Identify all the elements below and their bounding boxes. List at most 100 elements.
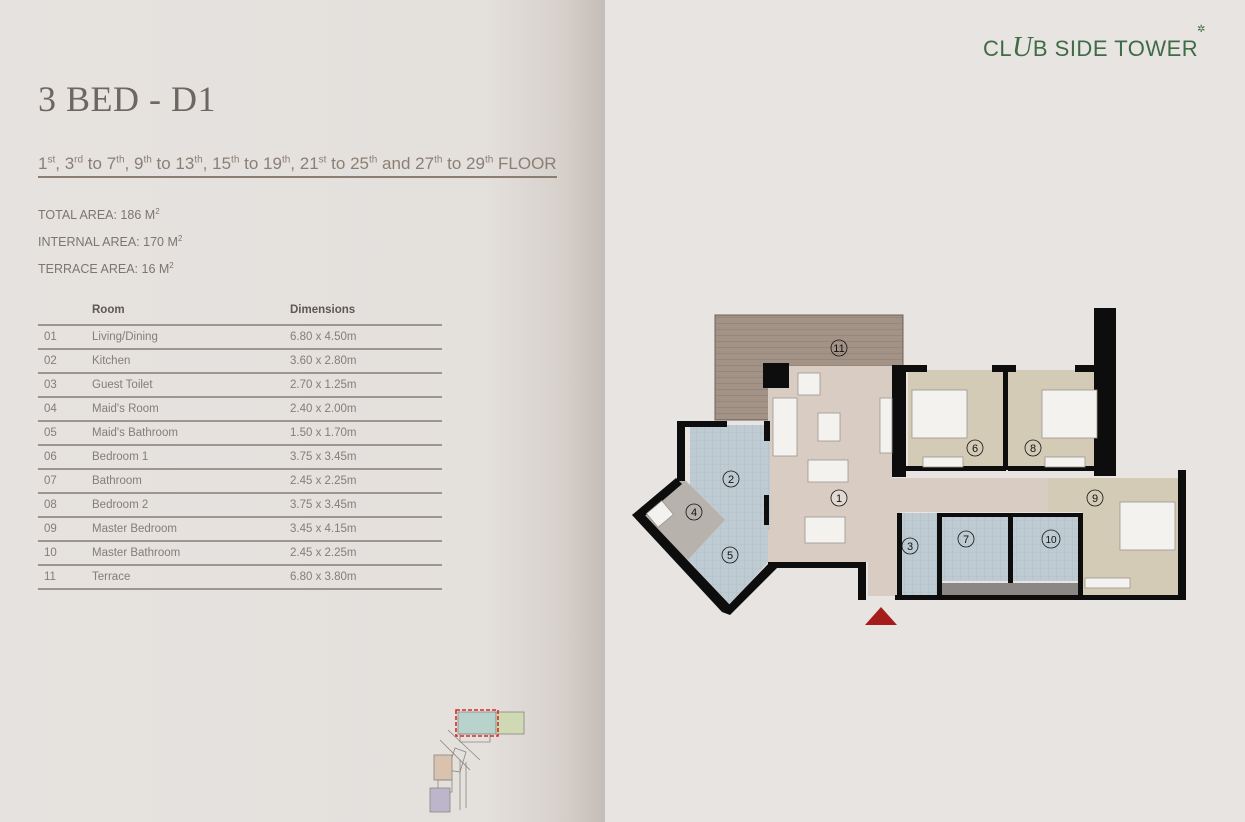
unit-title: 3 BED - D1: [38, 79, 216, 119]
floor-number: 7: [106, 154, 117, 173]
label-4: 4: [685, 503, 703, 521]
header-no: [38, 302, 92, 326]
room-dimensions: 3.60 x 2.80m: [290, 349, 442, 374]
room-number: 07: [38, 469, 92, 494]
room-name: Bedroom 2: [92, 493, 290, 518]
floor-separator: FLOOR: [493, 154, 557, 173]
room-name: Maid's Room: [92, 397, 290, 422]
floor-number: 21: [299, 154, 319, 173]
room-name: Master Bedroom: [92, 517, 290, 542]
area-line: TERRACE AREA: 16 M2: [38, 254, 182, 281]
label-2: 2: [722, 470, 740, 488]
floor-separator: to: [326, 154, 351, 173]
floor-list: 1st, 3rd to 7th, 9th to 13th, 15th to 19…: [38, 154, 557, 178]
floor-separator: ,: [124, 154, 134, 173]
floor-number: 9: [133, 154, 144, 173]
club-side-tower-logo: CLUB SIDE TOWER: [983, 32, 1198, 64]
floor-ordinal-suffix: st: [318, 154, 327, 166]
floor-ordinal-suffix: st: [47, 154, 56, 166]
room-dimensions: 2.70 x 1.25m: [290, 373, 442, 398]
table-header: Room Dimensions: [38, 302, 442, 326]
svg-text:8: 8: [1030, 443, 1036, 455]
svg-text:5: 5: [727, 550, 733, 562]
room-number: 10: [38, 541, 92, 566]
svg-text:7: 7: [963, 534, 969, 546]
furniture: [645, 372, 1176, 589]
label-8: 8: [1024, 439, 1042, 457]
logo-script-letter: U: [1012, 32, 1033, 63]
room-dimensions: 2.45 x 2.25m: [290, 541, 442, 566]
header-dimensions: Dimensions: [290, 302, 442, 326]
svg-text:1: 1: [836, 493, 842, 505]
room-number: 05: [38, 421, 92, 446]
room-name: Terrace: [92, 565, 290, 590]
floor-number: 13: [175, 154, 195, 173]
logo-text-rest: B SIDE TOWER: [1032, 36, 1199, 61]
floor-separator: to: [442, 154, 467, 173]
room-name: Bathroom: [92, 469, 290, 494]
floor-ordinal-suffix: th: [484, 154, 494, 166]
room-name: Guest Toilet: [92, 373, 290, 398]
area-label: TERRACE AREA: 16 M: [38, 262, 170, 277]
room-name: Master Bathroom: [92, 541, 290, 566]
floor-number: 1: [38, 154, 48, 173]
room-dimensions: 3.45 x 4.15m: [290, 517, 442, 542]
svg-text:4: 4: [691, 507, 697, 519]
room-number: 02: [38, 349, 92, 374]
label-5: 5: [721, 546, 739, 564]
floor-number: 29: [466, 154, 485, 173]
area-label: INTERNAL AREA: 170 M: [38, 235, 178, 250]
floor-ordinal-suffix: th: [194, 154, 203, 166]
floor-number: 3: [64, 154, 75, 173]
floor-ordinal-suffix: rd: [74, 154, 84, 166]
area-label: TOTAL AREA: 186 M: [38, 208, 156, 223]
floor-ordinal-suffix: th: [434, 154, 443, 166]
room-number: 03: [38, 373, 92, 398]
room-dimensions: 2.40 x 2.00m: [290, 397, 442, 422]
label-3: 3: [901, 537, 919, 555]
floor-separator: to: [239, 154, 264, 173]
room-number: 08: [38, 493, 92, 518]
svg-text:11: 11: [833, 343, 844, 355]
room-dimensions: 6.80 x 3.80m: [290, 565, 442, 590]
floor-ordinal-suffix: th: [143, 154, 152, 166]
area-line: INTERNAL AREA: 170 M2: [38, 227, 182, 254]
floor-number: 19: [263, 154, 282, 173]
label-1: 1: [830, 489, 848, 507]
svg-text:2: 2: [728, 474, 734, 486]
floor-separator: to: [83, 154, 107, 173]
floor-number: 25: [350, 154, 369, 173]
room-dimensions: 6.80 x 4.50m: [290, 325, 442, 350]
room-dimensions: 3.75 x 3.45m: [290, 493, 442, 518]
key-plan-map: [429, 709, 525, 813]
floor-plan: 1 2 3 4 5 6 7 8 9 10 11: [632, 308, 1186, 625]
floor-separator: and: [377, 154, 416, 173]
room-number: 09: [38, 517, 92, 542]
room-number: 01: [38, 325, 92, 350]
floor-number: 27: [415, 154, 435, 173]
svg-text:3: 3: [907, 541, 913, 553]
floor-separator: ,: [55, 154, 65, 173]
label-11: 11: [830, 339, 848, 357]
label-9: 9: [1086, 489, 1104, 507]
area-unit-superscript: 2: [169, 261, 174, 271]
header-room: Room: [92, 302, 290, 326]
room-dimensions: 1.50 x 1.70m: [290, 421, 442, 446]
svg-text:10: 10: [1045, 535, 1057, 546]
room-name: Bedroom 1: [92, 445, 290, 470]
room-name: Living/Dining: [92, 325, 290, 350]
room-dimensions: 3.75 x 3.45m: [290, 445, 442, 470]
floor-number: 15: [212, 154, 232, 173]
logo-mark-icon: ✲: [1197, 24, 1206, 35]
svg-text:9: 9: [1092, 493, 1098, 505]
area-line: TOTAL AREA: 186 M2: [38, 200, 182, 227]
floor-separator: to: [151, 154, 176, 173]
